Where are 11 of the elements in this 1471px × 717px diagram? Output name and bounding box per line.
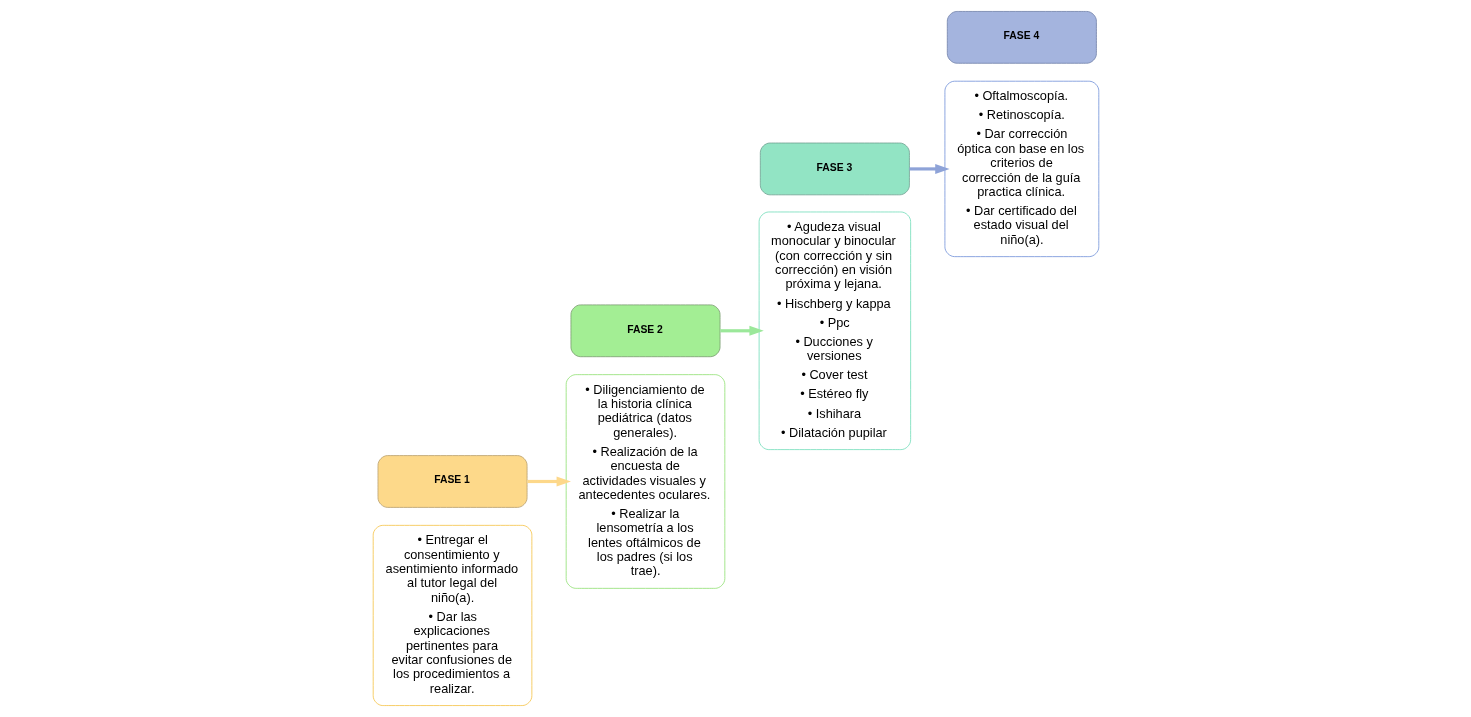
arrow	[719, 325, 764, 336]
arrow	[909, 163, 950, 174]
node-box: • Entregar el consentimiento y asentimiento informado al tutor legal del niño(a). • Dar las explicaciones pertinentes para evitar confusiones de los procedimientos a realizar.	[372, 524, 532, 706]
node-box: FASE 3	[759, 142, 910, 196]
node-box: FASE 1	[377, 455, 527, 508]
node-box: FASE 4	[946, 11, 1097, 64]
node-box: FASE 2	[570, 304, 720, 358]
arrow	[526, 476, 571, 487]
node-box: • Diligenciamiento de la historia clínica pediátrica (datos generales). • Realización de la encuesta de actividades visuales y antecedentes oculares. • Realizar la lensometría a los lentes oftálmicos de los padres (si los trae).	[565, 374, 725, 589]
node-box: • Oftalmoscopía. • Retinoscopía. • Dar corrección óptica con base en los criterios de corrección de la guía practica clínica. • Dar certificado del estado visual del niño(a).	[944, 80, 1099, 258]
node-box: • Agudeza visual monocular y binocular (con corrección y sin corrección) en visión próxima y lejana. • Hischberg y kappa • Ppc • Ducciones y versiones • Cover test • Estéreo fly • Ishihara • Dilatación pupilar	[758, 211, 911, 450]
